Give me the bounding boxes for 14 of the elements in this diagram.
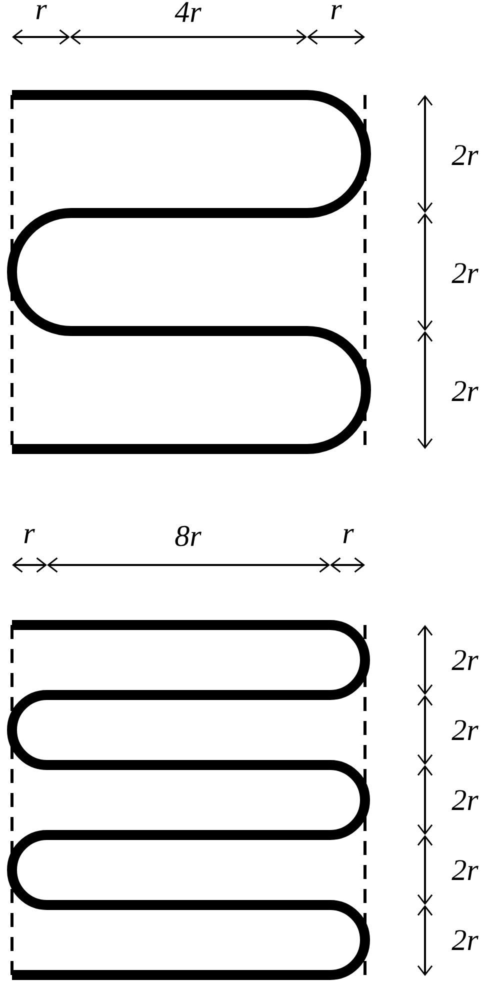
dimension-label: 8r	[175, 526, 202, 546]
dimension-label: 2r	[452, 263, 478, 283]
dimension-label: 4r	[174, 2, 202, 22]
dimension-label: r	[36, 4, 47, 20]
dimension-label: 2r	[452, 650, 478, 670]
dimension-label: r	[24, 528, 35, 544]
dimension-label: 2r	[452, 930, 478, 950]
dimension-label: 2r	[452, 720, 478, 740]
dimension-label: r	[343, 528, 354, 544]
dimension-label: 2r	[452, 145, 478, 165]
dimension-label: 2r	[452, 860, 478, 880]
dimension-label: r	[331, 4, 342, 20]
dimension-label: 2r	[452, 790, 478, 810]
dimension-label: 2r	[452, 381, 478, 401]
